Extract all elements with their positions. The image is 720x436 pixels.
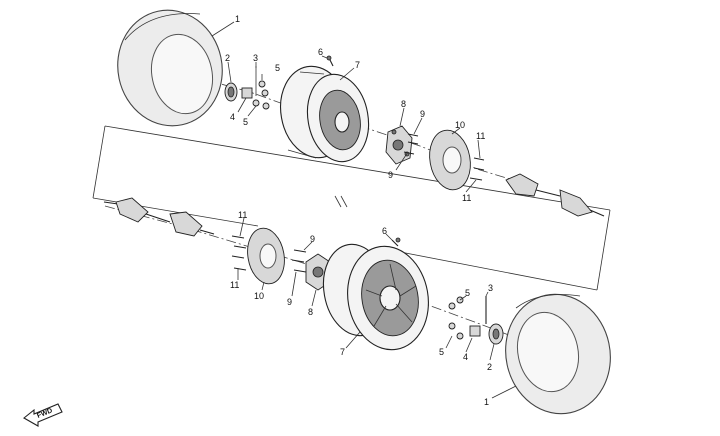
callout-9-lower-a: 9 xyxy=(310,234,315,244)
lower-drive-shaft xyxy=(103,197,215,237)
callout-1-upper: 1 xyxy=(235,14,240,24)
callout-8-upper: 8 xyxy=(401,99,406,109)
lower-valve-stem xyxy=(391,237,401,247)
callout-9-upper-a: 9 xyxy=(420,109,425,119)
callout-7-lower: 7 xyxy=(340,347,345,357)
callout-10-upper: 10 xyxy=(455,120,465,130)
callout-2-upper: 2 xyxy=(225,53,230,63)
callout-3-lower: 3 xyxy=(488,283,493,293)
callout-9-upper-b: 9 xyxy=(388,170,393,180)
callout-labels: 1 2 3 5 4 5 6 7 8 9 9 10 11 11 11 11 10 … xyxy=(225,14,493,407)
fwd-arrow-icon: FWD xyxy=(23,403,63,427)
callout-10-lower: 10 xyxy=(254,291,264,301)
callout-5-upper-a: 5 xyxy=(275,63,280,73)
callout-6-upper: 6 xyxy=(318,47,323,57)
upper-drive-shaft xyxy=(505,173,605,217)
upper-hub-cap xyxy=(224,82,238,102)
callout-6-lower: 6 xyxy=(382,226,387,236)
callout-5-lower-a: 5 xyxy=(465,288,470,298)
upper-disc-bolts xyxy=(469,157,485,181)
fwd-label: FWD xyxy=(36,407,53,419)
callout-5-upper-b: 5 xyxy=(243,117,248,127)
upper-tire xyxy=(117,9,223,127)
lower-wheel-rim xyxy=(322,243,429,351)
lower-disc-bolts xyxy=(231,235,247,271)
callout-11-upper-b: 11 xyxy=(462,193,471,203)
lower-lug-nuts xyxy=(448,296,464,340)
upper-wheel-studs xyxy=(403,133,419,155)
callout-9-lower-b: 9 xyxy=(287,297,292,307)
callout-11-lower-b: 11 xyxy=(230,280,239,290)
lower-castle-nut xyxy=(469,296,487,337)
lower-wheel-studs xyxy=(291,249,307,273)
lower-brake-disc xyxy=(247,227,285,285)
callout-4-upper: 4 xyxy=(230,112,235,122)
callout-leaders xyxy=(211,21,517,399)
callout-5-lower-b: 5 xyxy=(439,347,444,357)
lower-wheel-assembly xyxy=(103,197,611,415)
callout-11-lower-a: 11 xyxy=(238,210,247,220)
callout-7-upper: 7 xyxy=(355,60,360,70)
callout-3-upper: 3 xyxy=(253,53,258,63)
lower-tire xyxy=(505,293,611,415)
upper-wheel-assembly xyxy=(117,9,605,217)
callout-2-lower: 2 xyxy=(487,362,492,372)
upper-wheel-hub xyxy=(385,125,413,165)
callout-8-lower: 8 xyxy=(308,307,313,317)
upper-brake-disc xyxy=(429,129,471,191)
upper-lug-nuts xyxy=(252,80,270,110)
callout-1-lower: 1 xyxy=(484,397,489,407)
callout-11-upper-a: 11 xyxy=(476,131,485,141)
callout-4-lower: 4 xyxy=(463,352,468,362)
upper-valve-stem xyxy=(326,55,334,67)
lower-hub-cap xyxy=(488,323,504,345)
upper-castle-nut xyxy=(241,66,257,99)
upper-wheel-rim xyxy=(280,65,370,163)
